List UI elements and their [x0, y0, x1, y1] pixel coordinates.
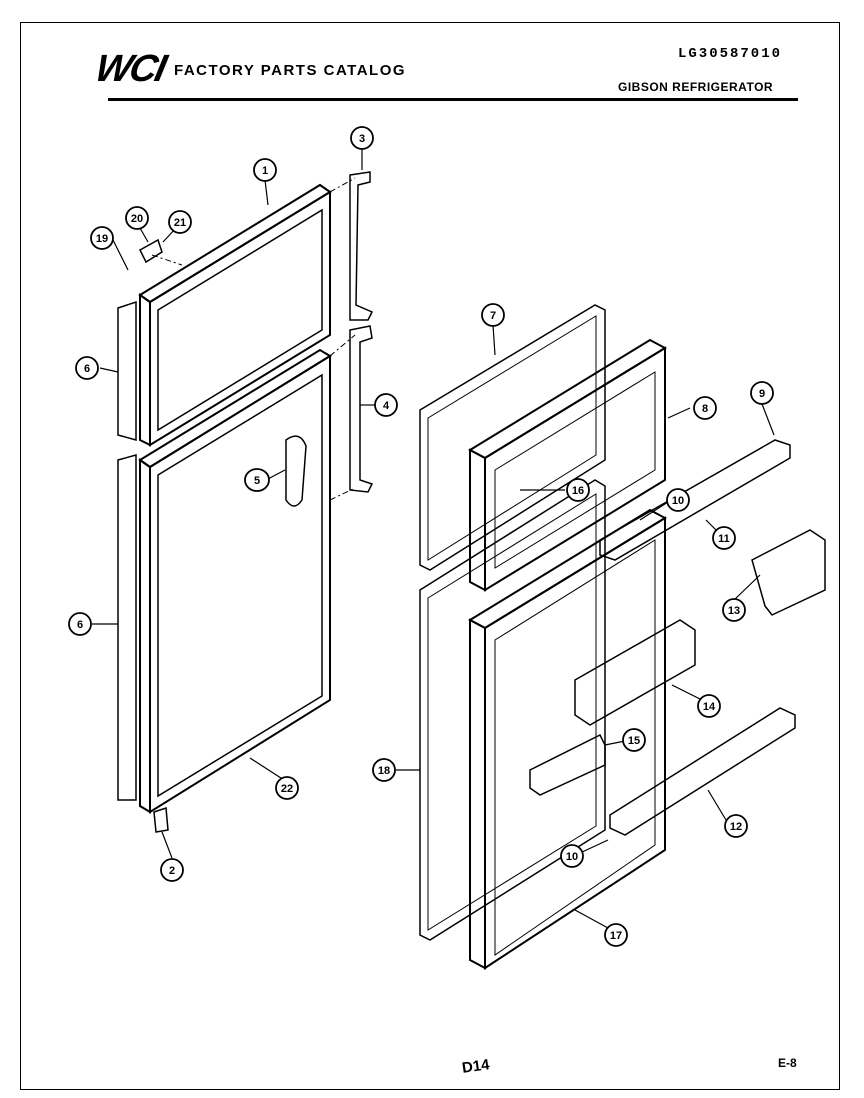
- freezer-door-assembly: [138, 183, 332, 447]
- fresh-food-gasket-right: [419, 479, 606, 941]
- callout-label: 18: [378, 765, 390, 777]
- freezer-gasket-right: [419, 304, 606, 571]
- fresh-food-door-assembly: [138, 348, 332, 814]
- bottom-hinge-pin: [153, 806, 169, 833]
- callout-label: 6: [84, 363, 90, 375]
- callout-label: 14: [703, 701, 716, 713]
- door-handle: [285, 435, 307, 507]
- dairy-door-shelf: [574, 619, 696, 726]
- callout-label: 12: [730, 821, 742, 833]
- callout-label: 17: [610, 930, 622, 942]
- callout-label: 2: [169, 865, 175, 877]
- door-stop: [139, 238, 163, 264]
- header-rule: [108, 98, 798, 101]
- freezer-bin: [751, 529, 826, 616]
- callout-label: 10: [672, 495, 684, 507]
- fresh-food-door-liner: [467, 508, 668, 970]
- callout-label: 22: [281, 783, 293, 795]
- callout-label: 1: [262, 165, 268, 177]
- callout-label: 13: [728, 605, 740, 617]
- page-number: E-8: [778, 1056, 797, 1070]
- model-number: LG30587010: [678, 46, 783, 62]
- callout-label: 20: [131, 213, 143, 225]
- callout-label: 9: [759, 388, 765, 400]
- bottom-shelf-bar: [609, 707, 796, 836]
- callout-label: 11: [718, 533, 730, 545]
- page-border: [20, 22, 840, 1090]
- callout-label: 15: [628, 735, 640, 747]
- freezer-door-gasket: [117, 300, 137, 441]
- callout-label: 16: [572, 485, 584, 497]
- callout-label: 5: [254, 475, 260, 487]
- callout-label: 3: [359, 133, 365, 145]
- freezer-shelf-bar: [599, 439, 791, 561]
- callout-label: 7: [490, 310, 496, 322]
- freezer-door-liner: [467, 338, 668, 592]
- callout-label: 6: [77, 619, 83, 631]
- catalog-title: FACTORY PARTS CATALOG: [174, 62, 407, 79]
- callout-label: 10: [566, 851, 578, 863]
- fresh-food-door-gasket: [117, 454, 137, 801]
- catalog-subtitle: GIBSON REFRIGERATOR: [618, 80, 774, 94]
- callout-label: 19: [96, 233, 108, 245]
- door-rack: [529, 733, 606, 796]
- center-hinge: [349, 325, 374, 493]
- callout-label: 8: [702, 403, 708, 415]
- callout-label: 4: [383, 400, 390, 412]
- callout-label: 21: [174, 217, 186, 229]
- top-hinge: [349, 171, 374, 321]
